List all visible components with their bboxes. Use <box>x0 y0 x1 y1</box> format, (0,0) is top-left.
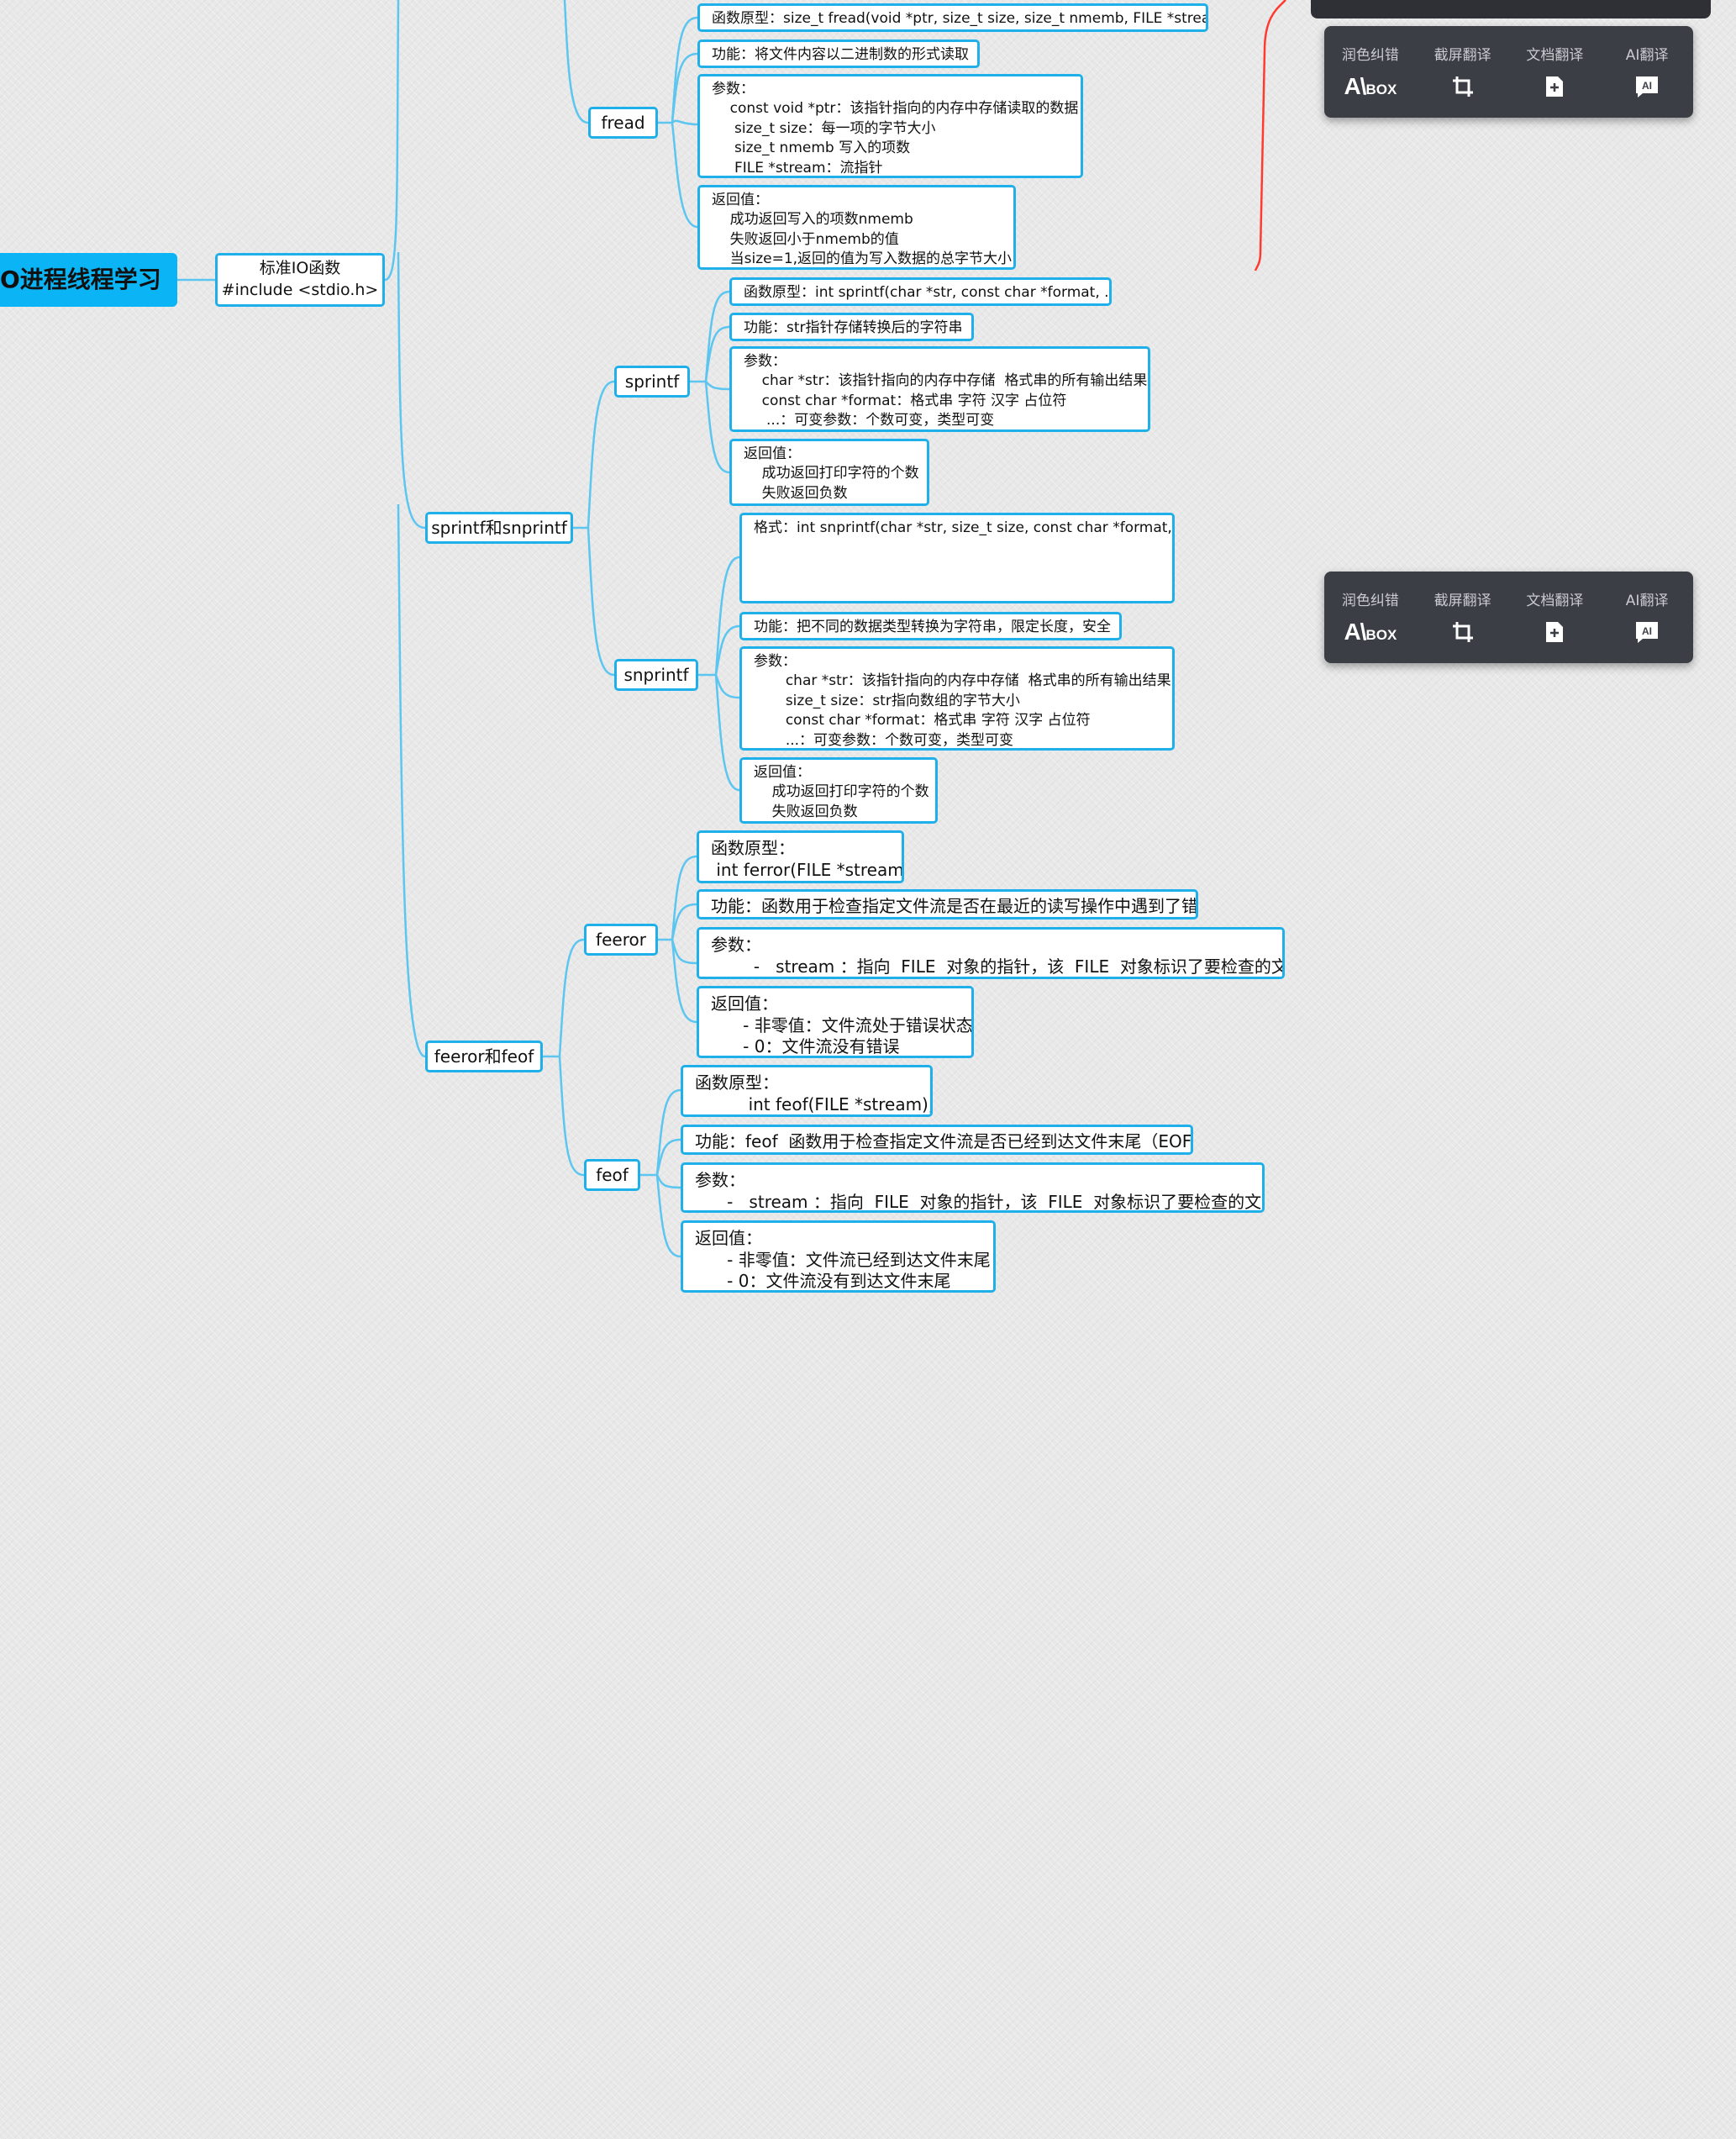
ai-translate-icon: AI <box>1634 74 1660 99</box>
abox-logo-icon: A\BOX <box>1344 73 1397 99</box>
link-snp-l4 <box>714 674 740 792</box>
link-fo-l4 <box>655 1174 681 1258</box>
feeror-prototype-node[interactable]: 函数原型： int ferror(FILE *stream); <box>697 830 904 883</box>
svg-text:AI: AI <box>1642 625 1652 637</box>
sprintf-return-node[interactable]: 返回值： 成功返回打印字符的个数 失败返回负数 <box>729 439 929 506</box>
link-fread-l1 <box>671 16 698 124</box>
sprintf-params-node[interactable]: 参数： char *str：该指针指向的内存中存储 格式串的所有输出结果 con… <box>729 346 1150 432</box>
fread-function-node[interactable]: 功能：将文件内容以二进制数的形式读取 <box>697 40 980 68</box>
crop-icon <box>1451 74 1475 99</box>
link-sg-sprintf <box>587 380 615 529</box>
screenshot-translate-button[interactable]: 截屏翻译 <box>1417 26 1509 118</box>
snprintf-format-node[interactable]: 格式：int snprintf(char *str, size_t size, … <box>739 513 1175 603</box>
polish-label-2: 润色纠错 <box>1341 593 1399 609</box>
feeror-function-node[interactable]: 功能：函数用于检查指定文件流是否在最近的读写操作中遇到了错误 <box>697 889 1198 919</box>
link-fe-l1 <box>671 855 697 940</box>
link-trunk-sprintf-group <box>397 251 426 529</box>
feeror-feof-node[interactable]: feeror和feof <box>425 1041 543 1072</box>
link-sg-snprintf <box>587 527 615 677</box>
feof-function-node[interactable]: 功能：feof 函数用于检查指定文件流是否已经到达文件末尾（EOF） <box>681 1125 1193 1155</box>
snprintf-node[interactable]: snprintf <box>614 659 698 691</box>
feof-node[interactable]: feof <box>584 1159 640 1191</box>
red-link <box>1254 0 1286 271</box>
feeror-node[interactable]: feeror <box>584 924 658 956</box>
feof-return-node[interactable]: 返回值： - 非零值：文件流已经到达文件末尾 - 0：文件流没有到达文件末尾 <box>681 1220 996 1293</box>
snprintf-function-node[interactable]: 功能：把不同的数据类型转换为字符串，限定长度，安全 <box>739 612 1122 640</box>
link-stdio-trunk <box>384 0 400 282</box>
polish-button[interactable]: 润色纠错 A\BOX <box>1324 26 1417 118</box>
link-fread-l4 <box>671 122 698 229</box>
snprintf-return-node[interactable]: 返回值： 成功返回打印字符的个数 失败返回负数 <box>739 757 938 824</box>
polish-button-2[interactable]: 润色纠错 A\BOX <box>1324 572 1417 663</box>
translate-toolbar-2: 润色纠错 A\BOX 截屏翻译 文档翻译 AI翻译 AI <box>1324 572 1693 663</box>
document-translate-button-2[interactable]: 文档翻译 <box>1509 572 1602 663</box>
link-fg-feof <box>558 1056 585 1177</box>
link-sp-l4 <box>704 381 730 474</box>
document-translate-button[interactable]: 文档翻译 <box>1509 26 1602 118</box>
feeror-return-node[interactable]: 返回值： - 非零值：文件流处于错误状态 - 0：文件流没有错误 <box>697 986 974 1058</box>
toolbar-top-edge <box>1311 0 1711 18</box>
feeror-params-node[interactable]: 参数： - stream ：指向 FILE 对象的指针，该 FILE 对象标识了… <box>697 927 1285 979</box>
link-fread-up <box>563 0 589 124</box>
link-fread-l3 <box>671 119 698 126</box>
link-fe-l4 <box>671 939 697 1024</box>
crop-icon-2 <box>1451 619 1475 645</box>
root-topic[interactable]: O进程线程学习 <box>0 253 177 307</box>
sprintf-node[interactable]: sprintf <box>614 366 690 398</box>
sprintf-function-node[interactable]: 功能：str指针存储转换后的字符串 <box>729 313 974 341</box>
document-add-icon <box>1544 74 1565 99</box>
link-fe-l2 <box>671 903 697 940</box>
document-translate-label-2: 文档翻译 <box>1526 593 1584 609</box>
abox-logo-icon-2: A\BOX <box>1344 619 1397 645</box>
screenshot-translate-label-2: 截屏翻译 <box>1434 593 1491 609</box>
svg-text:AI: AI <box>1642 80 1652 92</box>
std-io-node[interactable]: 标准IO函数 #include <stdio.h> <box>215 253 385 307</box>
translate-toolbar: 润色纠错 A\BOX 截屏翻译 文档翻译 AI翻译 AI <box>1324 26 1693 118</box>
sprintf-prototype-node[interactable]: 函数原型：int sprintf(char *str, const char *… <box>729 277 1112 306</box>
fread-params-node[interactable]: 参数： const void *ptr：该指针指向的内存中存储读取的数据 siz… <box>697 74 1083 178</box>
ai-translate-button-2[interactable]: AI翻译 AI <box>1601 572 1693 663</box>
link-fo-l2 <box>655 1138 681 1176</box>
link-snp-l1 <box>714 556 740 676</box>
screenshot-translate-label: 截屏翻译 <box>1434 47 1491 64</box>
link-fread-l2 <box>671 52 698 124</box>
sprintf-snprintf-node[interactable]: sprintf和snprintf <box>425 512 573 544</box>
ai-translate-label-2: AI翻译 <box>1625 593 1669 609</box>
link-fo-l3 <box>655 1174 681 1189</box>
link-fg-feeror <box>558 938 585 1057</box>
link-snp-l3 <box>714 674 740 699</box>
screenshot-translate-button-2[interactable]: 截屏翻译 <box>1417 572 1509 663</box>
link-trunk-feeror-group <box>397 503 426 1058</box>
document-add-icon-2 <box>1544 619 1565 645</box>
link-sp-l2 <box>704 325 730 382</box>
polish-label: 润色纠错 <box>1341 47 1399 64</box>
ai-translate-label: AI翻译 <box>1625 47 1669 64</box>
ai-translate-icon-2: AI <box>1634 619 1660 645</box>
link-snp-l2 <box>714 624 740 676</box>
link-fe-l3 <box>671 939 697 965</box>
document-translate-label: 文档翻译 <box>1526 47 1584 64</box>
fread-node[interactable]: fread <box>588 107 658 139</box>
feof-prototype-node[interactable]: 函数原型： int feof(FILE *stream); <box>681 1065 933 1117</box>
fread-prototype-node[interactable]: 函数原型：size_t fread(void *ptr, size_t size… <box>697 3 1208 32</box>
link-sp-l1 <box>704 290 730 382</box>
feof-params-node[interactable]: 参数： - stream ：指向 FILE 对象的指针，该 FILE 对象标识了… <box>681 1162 1265 1213</box>
link-fo-l1 <box>655 1088 681 1176</box>
snprintf-params-node[interactable]: 参数： char *str：该指针指向的内存中存储 格式串的所有输出结果 siz… <box>739 646 1175 751</box>
ai-translate-button[interactable]: AI翻译 AI <box>1601 26 1693 118</box>
fread-return-node[interactable]: 返回值： 成功返回写入的项数nmemb 失败返回小于nmemb的值 当size=… <box>697 185 1016 270</box>
link-sp-l3 <box>705 381 730 391</box>
